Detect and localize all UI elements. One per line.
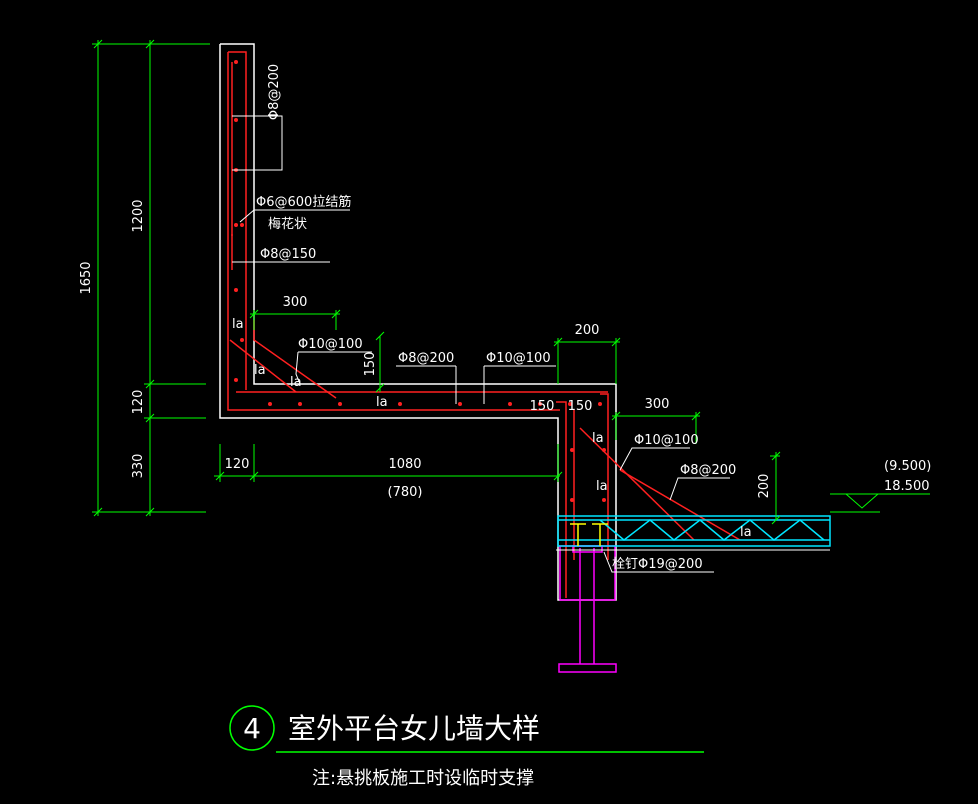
slab-dist-rebar: Φ8@200 [398, 351, 454, 366]
la-label-2: la [254, 363, 266, 378]
deck-dist-rebar: Φ8@200 [680, 463, 736, 478]
wall-horizontal-rebar: Φ8@150 [260, 247, 316, 262]
stud-connectors [570, 523, 608, 546]
la-label-4: la [376, 395, 388, 410]
concrete-outline [219, 43, 617, 601]
leader-lines [232, 115, 730, 573]
deck-top-rebar: Φ10@100 [634, 433, 699, 448]
dim-1650: 1650 [79, 261, 94, 294]
dim-120-horizontal: 120 [225, 457, 250, 472]
la-label-1: la [232, 317, 244, 332]
tie-bars-label: Φ6@600拉结筋 [256, 194, 351, 210]
tie-pattern-label: 梅花状 [268, 216, 307, 232]
dim-330: 330 [131, 454, 146, 479]
detail-number: 4 [243, 712, 261, 745]
dim-200-beam: 200 [575, 323, 600, 338]
elevation-alt: (9.500) [884, 459, 931, 474]
la-label-6: la [596, 479, 608, 494]
wall-vertical-rebar: Φ8@200 [267, 64, 282, 120]
slab-top-left-rebar: Φ10@100 [298, 337, 363, 352]
dim-300-left: 300 [283, 295, 308, 310]
detail-number-circle [229, 705, 275, 751]
steel-deck [557, 515, 831, 547]
dim-780: (780) [388, 485, 423, 500]
drawing-note: 注:悬挑板施工时设临时支撑 [312, 768, 534, 789]
dim-150-b: 150 [568, 399, 593, 414]
dim-1080: 1080 [388, 457, 421, 472]
la-label-3: la [290, 375, 302, 390]
la-label-5: la [592, 431, 604, 446]
drawing-title: 室外平台女儿墙大样 [288, 712, 540, 745]
dim-1200: 1200 [131, 199, 146, 232]
dim-200-vertical: 200 [757, 474, 772, 499]
dim-300-right: 300 [645, 397, 670, 412]
dim-150-a: 150 [530, 399, 555, 414]
dim-150-haunch: 150 [363, 352, 378, 377]
rebar-dots [234, 60, 606, 502]
dim-120-vertical: 120 [131, 390, 146, 415]
elevation: 18.500 [884, 479, 930, 494]
steel-beam [558, 545, 617, 673]
rebar [227, 51, 741, 598]
dimension-lines [92, 39, 930, 525]
la-label-7: la [740, 525, 752, 540]
slab-top-right-rebar: Φ10@100 [486, 351, 551, 366]
stud-label: 栓钉Φ19@200 [612, 557, 703, 572]
